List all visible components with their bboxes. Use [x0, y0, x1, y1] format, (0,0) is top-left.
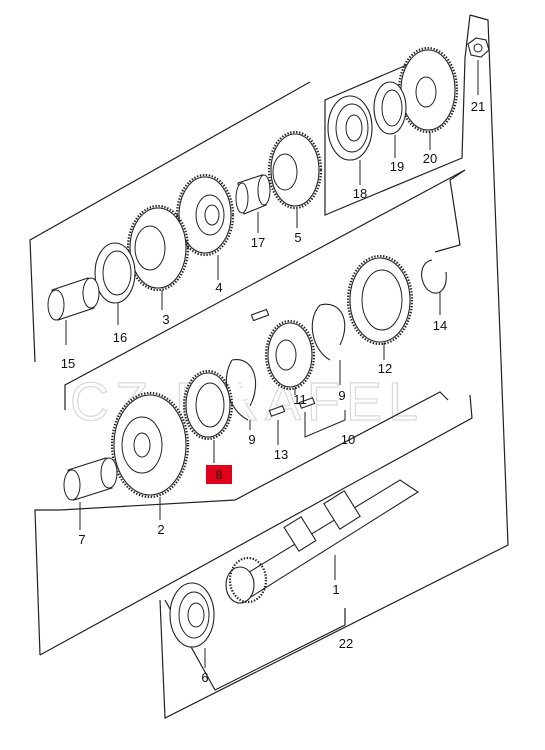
part-13-keys — [250, 308, 316, 445]
part-11-hub — [264, 319, 316, 395]
highlight-box-part-8 — [206, 465, 232, 484]
label-part-4: 4 — [215, 280, 222, 295]
part-10-bracket — [304, 410, 346, 438]
part-17-sleeve — [235, 174, 271, 233]
part-7-needle-bearing — [63, 457, 118, 530]
part-4-gear — [175, 173, 235, 280]
part-9-springs — [225, 303, 346, 430]
label-part-7: 7 — [78, 532, 85, 547]
label-part-6: 6 — [201, 670, 208, 685]
part-15-needle-bearing — [47, 277, 100, 345]
label-part-2: 2 — [157, 522, 164, 537]
part-8-sync-ring — [182, 369, 234, 463]
part-3-gear — [126, 204, 190, 310]
label-part-15: 15 — [61, 356, 75, 371]
label-part-18: 18 — [353, 186, 367, 201]
label-part-11: 11 — [293, 392, 307, 407]
label-part-13: 13 — [274, 447, 288, 462]
part-20-gear — [397, 46, 459, 150]
label-part-10: 10 — [341, 432, 355, 447]
part-16-ring — [94, 242, 136, 325]
part-5-gear — [267, 130, 323, 228]
frame-lines — [29, 14, 509, 719]
label-part-3: 3 — [162, 312, 169, 327]
part-labels: 21 20 19 18 5 17 4 3 16 15 14 12 11 9 9 … — [61, 99, 485, 685]
label-part-17: 17 — [251, 235, 265, 250]
part-21-nut — [467, 37, 490, 95]
label-part-21: 21 — [471, 99, 485, 114]
part-19-ring — [373, 81, 407, 158]
label-part-20: 20 — [423, 151, 437, 166]
label-part-9-left: 9 — [248, 432, 255, 447]
label-part-5: 5 — [294, 230, 301, 245]
part-14-snap-ring — [421, 259, 447, 315]
label-part-16: 16 — [113, 330, 127, 345]
part-1-main-shaft — [225, 479, 420, 604]
label-part-19: 19 — [390, 159, 404, 174]
label-part-12: 12 — [378, 361, 392, 376]
part-12-sleeve — [346, 254, 414, 360]
part-2-gear — [110, 391, 190, 520]
label-part-8: 8 — [216, 468, 223, 482]
part-18-bearing — [327, 95, 373, 185]
label-part-9-right: 9 — [338, 388, 345, 403]
part-6-bearing — [169, 582, 215, 668]
label-part-14: 14 — [433, 318, 447, 333]
label-part-22: 22 — [339, 636, 353, 651]
label-part-1: 1 — [332, 582, 339, 597]
